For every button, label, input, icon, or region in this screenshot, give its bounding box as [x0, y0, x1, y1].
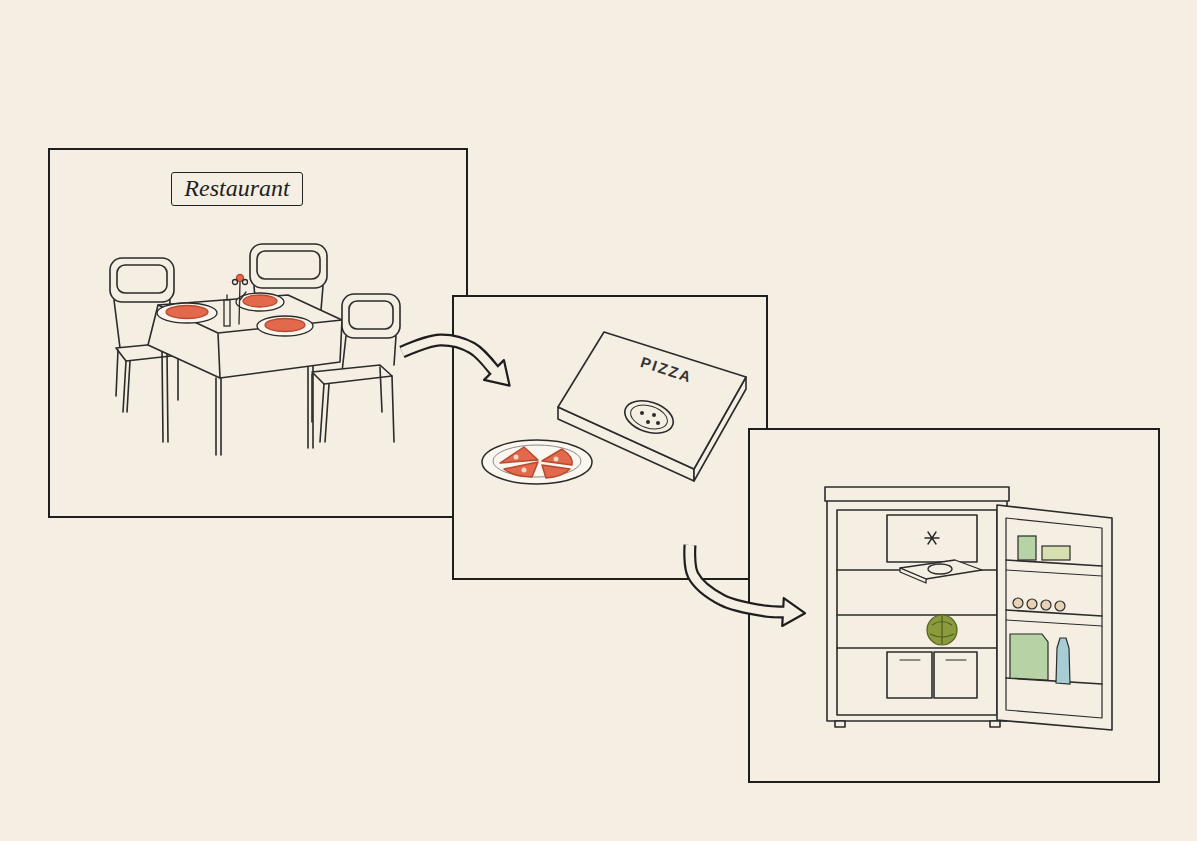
chair: [257, 251, 320, 279]
pizza-plate: [166, 306, 208, 319]
pizza-plate: [265, 319, 305, 332]
leftover-pizza-scene: [454, 297, 770, 582]
pizza-plate: [542, 449, 572, 465]
pizza-plate: [243, 295, 277, 307]
candle-and-flower: [243, 280, 248, 285]
fridge: [900, 660, 966, 661]
pizza-plate: [482, 440, 592, 484]
candle-and-flower: [239, 282, 246, 324]
door-food: [1042, 546, 1070, 560]
pizza-box: [558, 332, 746, 469]
flow-arrow: [690, 545, 805, 626]
fridge: [835, 721, 845, 727]
pizza-plate: [514, 455, 519, 460]
fridge: [825, 487, 1009, 501]
arrow-body: [402, 340, 495, 371]
pizza-box: [628, 401, 671, 434]
arrow-outline: [402, 340, 494, 370]
candle-and-flower: [226, 295, 227, 300]
fridge: [837, 510, 997, 715]
pizza-plate: [504, 462, 538, 477]
door-food: [1013, 598, 1023, 608]
chair: [110, 258, 174, 302]
fridge-door: [997, 505, 1112, 730]
chair: [116, 350, 178, 412]
pizza-box: [558, 332, 746, 481]
story-panel: [748, 428, 1160, 783]
candle-and-flower: [224, 300, 230, 326]
fridge: [925, 532, 939, 544]
pizza-plate: [157, 303, 217, 323]
pizza-plate: [500, 447, 538, 463]
pizza-plate: [542, 465, 570, 478]
cabbage: [930, 616, 954, 644]
pizza-plate: [554, 457, 559, 462]
fridge: [837, 570, 997, 648]
story-panel: Restaurant: [48, 148, 468, 518]
fridge-scene: [750, 430, 1162, 785]
fridge-door: [997, 505, 1112, 730]
arrow-outline: [690, 545, 783, 612]
pizza-box: [928, 564, 952, 574]
door-food: [1041, 600, 1051, 610]
cabbage: [927, 615, 957, 645]
pizza-box: [640, 411, 644, 415]
pizza-plate: [257, 316, 313, 336]
arrow-head: [782, 598, 805, 626]
chair: [312, 294, 400, 442]
door-food: [1018, 536, 1036, 560]
pizza-box: [656, 421, 660, 425]
pizza-plate: [482, 440, 592, 484]
door-food: [1010, 536, 1070, 684]
chair: [312, 367, 394, 442]
chair: [117, 265, 167, 293]
fridge: [990, 721, 1000, 727]
fridge-door: [1006, 570, 1102, 626]
fridge-door: [1006, 560, 1102, 684]
story-panel: PIZZA: [452, 295, 768, 580]
flow-arrow: [402, 340, 510, 386]
pizza-box: [652, 413, 656, 417]
pizza-plate: [522, 468, 527, 473]
chair: [250, 244, 327, 288]
candle-and-flower: [224, 275, 248, 327]
fridge: [827, 489, 1007, 721]
chair: [342, 294, 400, 338]
pizza-plate: [157, 293, 313, 336]
fridge-door: [1006, 518, 1102, 718]
fridge: [887, 652, 932, 698]
restaurant-sign: Restaurant: [171, 172, 302, 206]
table: [148, 295, 342, 455]
chair: [349, 301, 393, 329]
pizza-box: [900, 568, 926, 583]
door-food: [1056, 638, 1070, 684]
cabbage: [927, 615, 957, 645]
candle-and-flower: [233, 280, 238, 285]
pizza-box: [900, 560, 982, 583]
arrow-head: [484, 360, 509, 385]
pizza-plate: [493, 445, 581, 477]
table: [158, 305, 342, 378]
arrow-body: [690, 545, 785, 612]
door-food: [1010, 634, 1048, 680]
door-food: [1027, 599, 1037, 609]
door-food: [1055, 601, 1065, 611]
fridge: [934, 652, 977, 698]
pizza-box: [621, 395, 678, 439]
pizza-box: [646, 420, 650, 424]
fridge: [825, 487, 1009, 727]
fridge: [887, 515, 977, 562]
